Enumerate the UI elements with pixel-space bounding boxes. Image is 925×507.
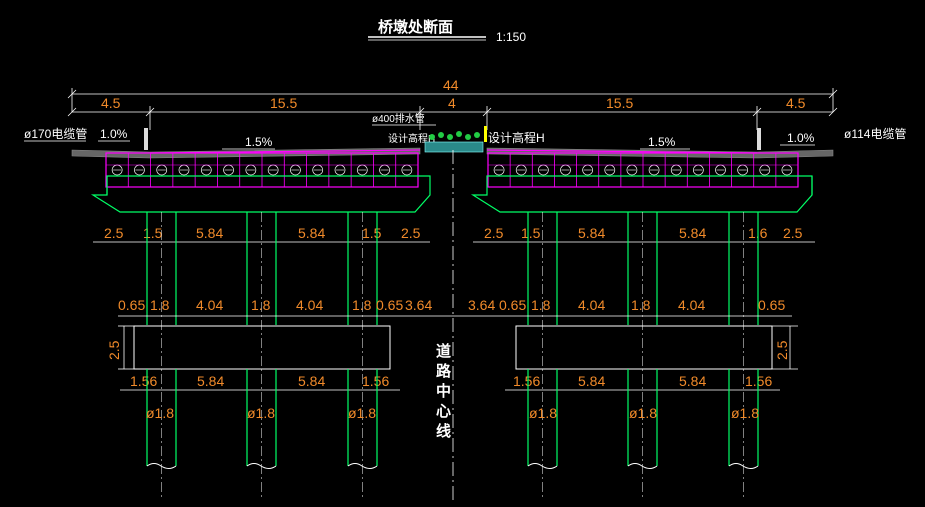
column-center-left: 3.64 [405,297,432,313]
pier-spacing-right-1: 2.5 [484,225,504,241]
cap-height-right: 2.5 [774,340,790,360]
pile-break-mark [146,463,177,469]
cap-height-dims [118,325,798,370]
pile-break-mark [627,463,658,469]
pile-break-mark [527,463,558,469]
barrier-post-icon [144,126,761,150]
column-left-3: 4.04 [196,297,223,313]
pier-crossbeams [90,175,813,213]
left-pipe-label: ø170电缆管 [24,126,87,141]
column-left-6: 1.8 [352,297,372,313]
pier-spacing-left-4: 5.84 [298,225,325,241]
column-right-3: 4.04 [578,297,605,313]
pile-break-mark [246,463,277,469]
deck-left-side-dim: 4.5 [101,95,121,111]
column-left-2: 1.8 [150,297,170,313]
deck-right-carriage-dim: 15.5 [606,95,633,111]
deck-dimension-line [67,106,838,130]
column-right-5: 4.04 [678,297,705,313]
pile-diameter-3: ø1.8 [348,405,376,421]
design-elev-right: 设计高程H [488,130,545,145]
column-center-right: 3.64 [468,297,495,313]
slope-inner-right: 1.5% [648,135,676,149]
pier-spacing-right-2: 1.5 [521,225,541,241]
pile-left-3: 5.84 [298,373,325,389]
column-right-4: 1.8 [631,297,651,313]
piles [146,212,759,500]
pile-left-4: 1.56 [362,373,389,389]
pier-spacing-left-5: 1.5 [362,225,382,241]
overall-dimension [67,88,838,112]
deck-median-dim: 4 [448,95,456,111]
pier-spacing-left-3: 5.84 [196,225,223,241]
drawing-title: 桥墩处断面 [378,18,453,36]
column-left-1: 0.65 [118,297,145,313]
pile-caps [133,325,773,370]
centerline-char-5: 线 [436,422,451,440]
slope-outer-right: 1.0% [787,131,815,145]
pile-diameter-4: ø1.8 [529,405,557,421]
deck-surface [71,126,834,159]
column-right-1: 0.65 [499,297,526,313]
column-left-7: 0.65 [376,297,403,313]
column-left-4: 1.8 [251,297,271,313]
pile-right-1: 1.56 [513,373,540,389]
cap-height-left: 2.5 [106,340,122,360]
pile-left-1: 1.56 [130,373,157,389]
slope-outer-left: 1.0% [100,127,128,141]
centerline-char-3: 中 [436,382,451,400]
centerline-label: 道 路 中 心 线 [436,342,452,440]
centerline-char-4: 心 [436,402,451,420]
pile-right-3: 5.84 [679,373,706,389]
pile-diameter-6: ø1.8 [731,405,759,421]
pile-right-4: 1.56 [745,373,772,389]
girders-right [487,152,799,188]
deck-right-side-dim: 4.5 [786,95,806,111]
median-planter [424,141,484,153]
column-left-5: 4.04 [296,297,323,313]
pier-spacing-left-6: 2.5 [401,225,421,241]
deck-left-carriage-dim: 15.5 [270,95,297,111]
overall-total-dim: 44 [443,77,459,93]
pier-spacing-right-4: 5.84 [679,225,706,241]
median-pipe-label: ø400排水管 [372,112,425,125]
right-pipe-label: ø114电缆管 [844,126,906,141]
pier-spacing-right-6: 2.5 [783,225,803,241]
median-shrubs-icon [429,131,480,140]
pile-left-2: 5.84 [197,373,224,389]
pile-diameter-5: ø1.8 [629,405,657,421]
design-elev-left: 设计高程H [388,132,435,145]
pile-break-mark [728,463,759,469]
slope-inner-left: 1.5% [245,135,273,149]
column-right-6: 0.65 [758,297,785,313]
pier-spacing-right-3: 5.84 [578,225,605,241]
slope-arrows [98,140,815,150]
pile-diameter-2: ø1.8 [247,405,275,421]
pile-right-2: 5.84 [578,373,605,389]
column-right-2: 1.8 [531,297,551,313]
pile-break-mark [347,463,378,469]
pile-diameter-1: ø1.8 [146,405,174,421]
pier-spacing-left-2: 1.5 [143,225,163,241]
girders-left [105,152,419,188]
centerline-char-2: 路 [436,362,452,380]
pier-spacing-left-1: 2.5 [104,225,124,241]
drawing-scale: 1:150 [496,30,526,44]
pier-columns [146,212,759,325]
centerline-char-1: 道 [436,342,451,360]
